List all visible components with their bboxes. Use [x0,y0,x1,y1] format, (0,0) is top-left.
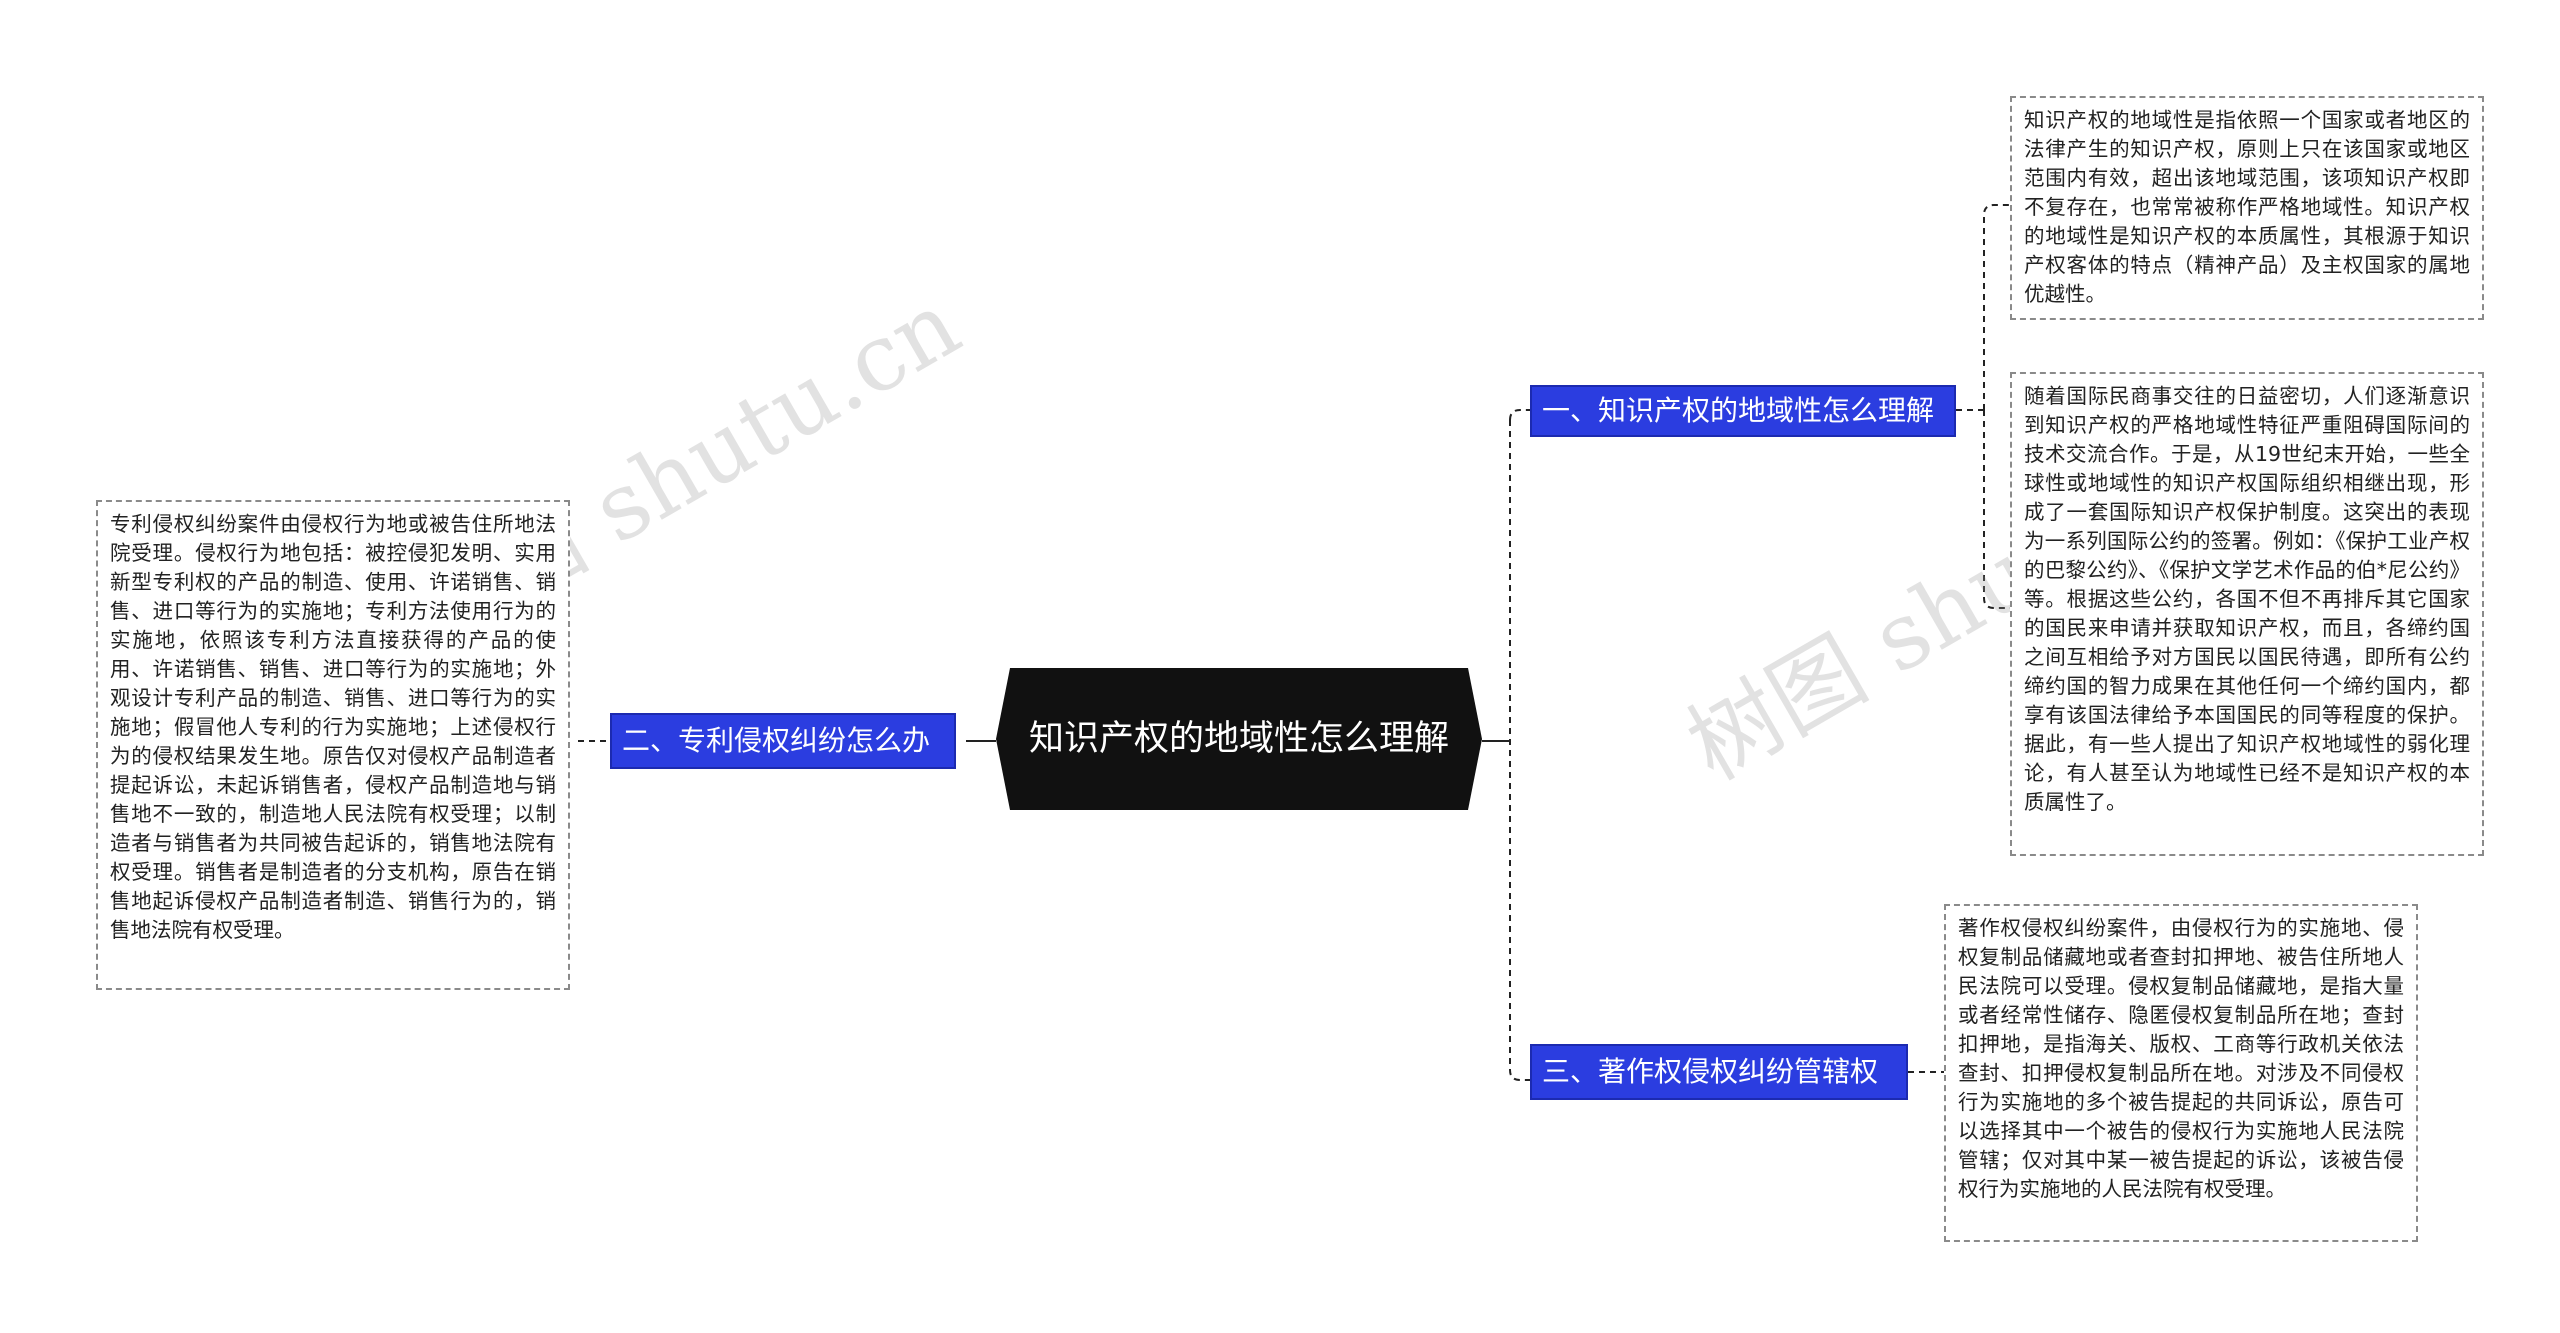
branch-territoriality[interactable]: 一、知识产权的地域性怎么理解 [1530,385,1956,437]
connector-b1-l2 [1983,410,2010,609]
leaf-international-conventions[interactable]: 随着国际民商事交往的日益密切，人们逐渐意识到知识产权的严格地域性特征严重阻碍国际… [2010,372,2484,856]
branch-label: 二、专利侵权纠纷怎么办 [622,724,931,757]
branch-label: 三、著作权侵权纠纷管辖权 [1542,1055,1879,1088]
branch-patent-dispute[interactable]: 二、专利侵权纠纷怎么办 [610,713,956,769]
leaf-patent-jurisdiction[interactable]: 专利侵权纠纷案件由侵权行为地或被告住所地法院受理。侵权行为地包括：被控侵犯发明、… [96,500,570,990]
branch-label: 一、知识产权的地域性怎么理解 [1542,394,1935,427]
leaf-definition[interactable]: 知识产权的地域性是指依照一个国家或者地区的法律产生的知识产权，原则上只在该国家或… [2010,96,2484,320]
leaf-copyright-jurisdiction[interactable]: 著作权侵权纠纷案件，由侵权行为的实施地、侵权复制品储藏地或者查封扣押地、被告住所… [1944,904,2418,1242]
connector-right-spine [1509,409,1530,1081]
branch-copyright-jurisdiction[interactable]: 三、著作权侵权纠纷管辖权 [1530,1044,1908,1100]
connector-b1-l1 [1983,204,2010,410]
root-node[interactable]: 知识产权的地域性怎么理解 [996,668,1482,810]
root-label: 知识产权的地域性怎么理解 [1028,718,1449,759]
